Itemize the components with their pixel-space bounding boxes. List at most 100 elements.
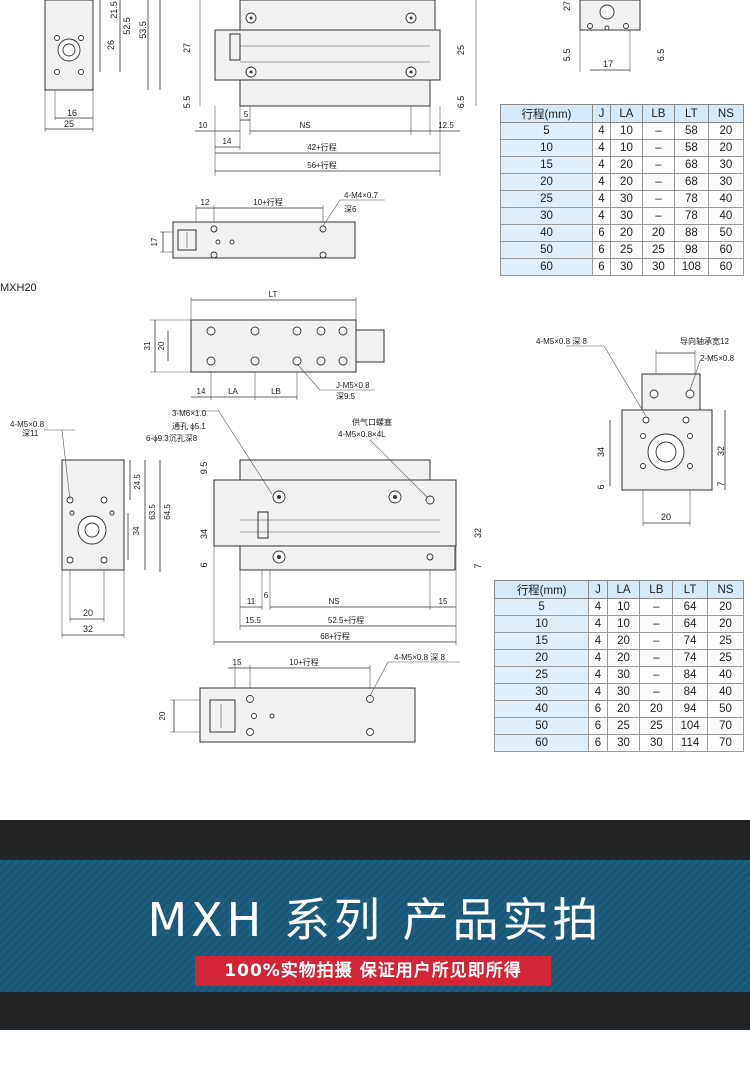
table-header-cell: NS	[707, 104, 745, 123]
table-cell: –	[639, 666, 674, 684]
table-cell: 60	[500, 258, 593, 276]
table-header-cell: LB	[641, 104, 675, 123]
right-view-mxh20: 4-M5×0.8 深 8 导向轴承宽12 2-M5×0.8 34 32 6 7 …	[536, 336, 735, 526]
front-view-top: 16 25 21.5 52.5 53.5 26	[44, 0, 161, 132]
table-cell: 78	[673, 207, 709, 225]
table-cell: 40	[707, 207, 745, 225]
table-cell: 4	[591, 190, 611, 208]
dim-14-plan: 14	[197, 387, 206, 396]
table-cell: 5	[493, 598, 590, 616]
table-cell: 25	[493, 666, 590, 684]
table-header-cell: LT	[673, 104, 709, 123]
dim-12: 12	[201, 198, 210, 207]
callout-4-m5-4l: 4-M5×0.8×4L	[338, 430, 386, 439]
table-cell: –	[639, 632, 674, 650]
table-cell: 30	[606, 683, 641, 701]
dim-64-5: 64.5	[163, 504, 172, 520]
table-cell: 50	[500, 241, 593, 259]
dim-lt: LT	[269, 290, 278, 299]
table-cell: 4	[588, 632, 608, 650]
table-cell: 25	[639, 717, 674, 735]
dim-5-5: 5.5	[182, 96, 192, 109]
technical-drawing: 16 25 21.5 52.5 53.5 26 27 25 5.5 6.5 5 …	[0, 0, 735, 743]
dim-53-5: 53.5	[138, 21, 148, 39]
callout-through-hole: 通孔 ϕ5.1	[172, 421, 206, 431]
table-cell: 4	[588, 666, 608, 684]
side-view-top: 27 25 5.5 6.5 5 10 NS 12.5 14 42+行程 56+行…	[182, 0, 477, 176]
table-cell: 20	[706, 615, 745, 633]
bottom-view-mxh20: 15 10+行程 4-M5×0.8 深 8 20	[158, 653, 460, 743]
table-cell: –	[639, 683, 674, 701]
table-cell: 4	[591, 207, 611, 225]
product-banner: MXH 系列 产品实拍 100%实物拍摄 保证用户所见即所得	[0, 820, 750, 1065]
table-cell: 30	[609, 258, 643, 276]
table-header-cell: J	[591, 104, 611, 123]
dim-7-side: 7	[473, 563, 483, 568]
table-cell: 6	[588, 717, 608, 735]
table-header-cell: LB	[639, 580, 674, 599]
table-cell: 4	[591, 139, 611, 157]
dim-24-5: 24.5	[133, 474, 142, 490]
section-label-mxh20: MXH20	[0, 282, 37, 294]
table-cell: 4	[591, 173, 611, 191]
table-cell: 10	[606, 615, 641, 633]
table-cell: 104	[672, 717, 708, 735]
dim-34-front: 34	[132, 526, 141, 535]
dim-25-side: 25	[456, 45, 466, 55]
table-header-cell: J	[588, 580, 608, 599]
table-header-row: 行程(mm) J LA LB LT NS	[500, 104, 745, 123]
dim-9-5: 9.5	[199, 462, 209, 475]
banner-title: MXH 系列 产品实拍	[147, 893, 603, 947]
dim-56-stroke: 56+行程	[307, 160, 337, 170]
dim-6-5: 6.5	[456, 96, 466, 109]
dim-6-5-right: 6.5	[656, 49, 666, 62]
table-cell: 40	[706, 683, 745, 701]
table-cell: 60	[707, 241, 745, 259]
table-cell: 25	[641, 241, 675, 259]
table-cell: 30	[707, 173, 745, 191]
dim-6-right: 6	[596, 484, 606, 489]
table-cell: 20	[609, 173, 643, 191]
table-cell: –	[641, 207, 675, 225]
dim-6-small: 6	[264, 591, 269, 600]
plan-view-mxh20: LT 31 20 14 LA LB J-M5×0.8 深9.5	[143, 290, 385, 401]
table-cell: 60	[707, 258, 745, 276]
table-cell: 60	[493, 734, 590, 752]
side-view-mxh20: 3-M6×1.0 通孔 ϕ5.1 6-ϕ9.3沉孔深8 供气口螺塞 4-M5×0…	[146, 409, 483, 645]
dim-17: 17	[150, 237, 159, 246]
callout-depth9-5: 深9.5	[336, 392, 356, 401]
dim-20-bottom: 20	[158, 711, 167, 720]
table-header-cell: NS	[706, 580, 745, 599]
table-cell: 10	[609, 139, 643, 157]
table-cell: 40	[500, 224, 593, 242]
table-cell: 20	[707, 122, 745, 140]
callout-4-m5-right: 4-M5×0.8 深 8	[536, 337, 587, 346]
dim-7-right: 7	[716, 481, 726, 486]
table-cell: –	[641, 139, 675, 157]
dim-68-stroke: 68+行程	[320, 631, 350, 641]
dim-lb: LB	[271, 387, 281, 396]
dim-20-plan: 20	[157, 341, 166, 350]
table-cell: 50	[707, 224, 745, 242]
dim-10: 10	[199, 121, 208, 130]
dim-10-stroke: 10+行程	[253, 197, 283, 207]
table-cell: 20	[706, 598, 745, 616]
table-cell: 40	[493, 700, 590, 718]
table-cell: 25	[606, 717, 641, 735]
table-cell: 25	[500, 190, 593, 208]
top-view-mxh16: 12 10+行程 4-M4×0.7 深6 17	[150, 191, 385, 259]
table-cell: –	[641, 156, 675, 174]
table-cell: 30	[609, 207, 643, 225]
table-cell: 4	[588, 615, 608, 633]
dim-15-side: 15	[439, 597, 448, 606]
dim-63-5: 63.5	[148, 504, 157, 520]
table-cell: 15	[493, 632, 590, 650]
